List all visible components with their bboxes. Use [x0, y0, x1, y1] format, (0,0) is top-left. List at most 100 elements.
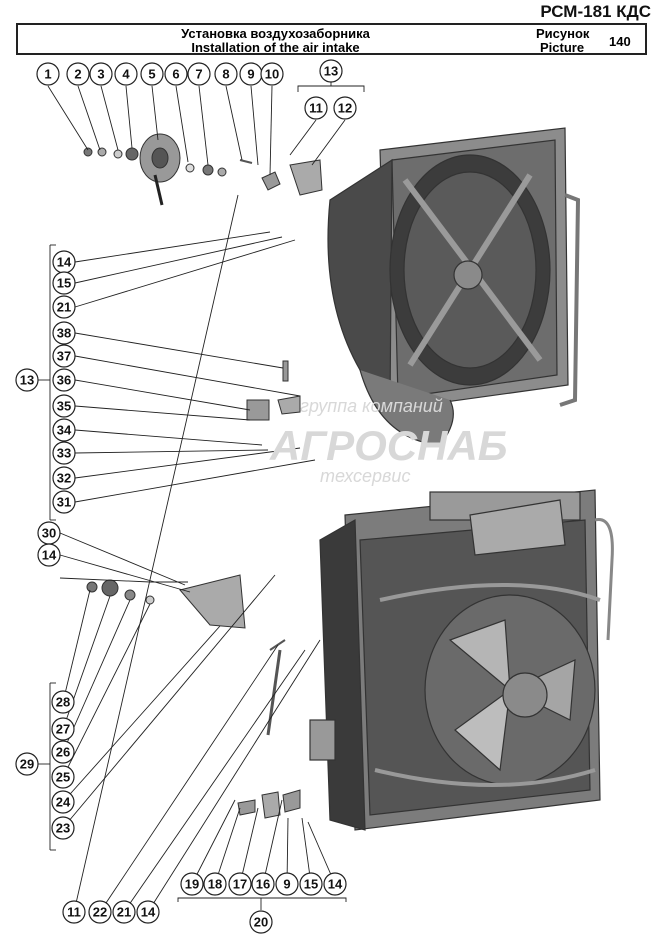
callout-11-top: 11: [304, 96, 328, 120]
callout-9: 9: [239, 62, 263, 86]
svg-text:14: 14: [57, 255, 72, 270]
svg-text:18: 18: [208, 877, 222, 892]
leader-lines: [38, 82, 365, 913]
callout-2: 2: [66, 62, 90, 86]
callout-14: 14: [52, 250, 76, 274]
model-code: РСМ-181 КДС: [540, 2, 651, 21]
callout-21-bottom: 21: [112, 900, 136, 924]
svg-text:6: 6: [172, 67, 179, 82]
callouts-mid-left: 30 14: [37, 521, 61, 567]
callouts-left-group29: 29 28 27 26 25 24 23: [15, 690, 75, 840]
callout-9-bottom: 9: [275, 872, 299, 896]
svg-text:20: 20: [254, 915, 268, 930]
svg-text:3: 3: [97, 67, 104, 82]
callout-6: 6: [164, 62, 188, 86]
svg-text:13: 13: [324, 64, 338, 79]
svg-text:15: 15: [304, 877, 318, 892]
svg-text:14: 14: [42, 548, 57, 563]
callout-34: 34: [52, 418, 76, 442]
callouts-bottom-group20: 19 18 17 16 9 15 14 20: [180, 872, 347, 934]
svg-text:38: 38: [57, 326, 71, 341]
callout-5: 5: [140, 62, 164, 86]
svg-text:27: 27: [56, 722, 70, 737]
svg-text:8: 8: [222, 67, 229, 82]
figure-label-en: Picture: [540, 40, 585, 55]
svg-text:1: 1: [44, 67, 51, 82]
title-en: Installation of the air intake: [191, 40, 360, 55]
title-ru: Установка воздухозаборника: [181, 26, 370, 41]
figure-number: 140: [609, 34, 631, 49]
svg-text:11: 11: [67, 905, 81, 920]
svg-text:19: 19: [185, 877, 199, 892]
callout-37: 37: [52, 344, 76, 368]
svg-text:17: 17: [233, 877, 247, 892]
svg-text:31: 31: [57, 495, 71, 510]
watermark-line1: группа компаний: [300, 396, 443, 416]
svg-text:9: 9: [247, 67, 254, 82]
svg-text:25: 25: [56, 770, 70, 785]
svg-text:33: 33: [57, 446, 71, 461]
callout-29: 29: [15, 752, 39, 776]
callout-26: 26: [51, 740, 75, 764]
figure-label-ru: Рисунок: [536, 26, 590, 41]
watermark: группа компаний АГРОСНАБ техсервис: [269, 396, 508, 486]
svg-text:11: 11: [309, 101, 323, 116]
svg-text:35: 35: [57, 399, 71, 414]
callout-27: 27: [51, 717, 75, 741]
callout-7: 7: [187, 62, 211, 86]
callout-33: 33: [52, 441, 76, 465]
callout-12-top: 12: [333, 96, 357, 120]
svg-text:10: 10: [265, 67, 279, 82]
callout-31: 31: [52, 490, 76, 514]
svg-text:5: 5: [148, 67, 155, 82]
svg-text:21: 21: [57, 300, 71, 315]
callout-11-bottom: 11: [62, 900, 86, 924]
svg-text:14: 14: [328, 877, 343, 892]
air-intake-housing: [327, 127, 581, 446]
svg-text:14: 14: [141, 905, 156, 920]
svg-text:30: 30: [42, 526, 56, 541]
callout-36: 36: [52, 368, 76, 392]
callout-18: 18: [203, 872, 227, 896]
callout-15: 15: [52, 271, 76, 295]
callout-15-bottom: 15: [299, 872, 323, 896]
callout-14-group20: 14: [323, 872, 347, 896]
svg-text:22: 22: [93, 905, 107, 920]
small-parts: [83, 133, 323, 819]
callout-14-mid: 14: [37, 543, 61, 567]
callout-1: 1: [36, 62, 60, 86]
callout-21: 21: [52, 295, 76, 319]
svg-text:15: 15: [57, 276, 71, 291]
callout-17: 17: [228, 872, 252, 896]
watermark-line2: АГРОСНАБ: [269, 422, 508, 469]
svg-text:2: 2: [74, 67, 81, 82]
callout-32: 32: [52, 466, 76, 490]
callout-14-bottom: 14: [136, 900, 160, 924]
svg-text:16: 16: [256, 877, 270, 892]
svg-text:36: 36: [57, 373, 71, 388]
svg-text:4: 4: [122, 67, 130, 82]
callout-25: 25: [51, 765, 75, 789]
svg-text:32: 32: [57, 471, 71, 486]
watermark-line3: техсервис: [320, 466, 410, 486]
svg-text:23: 23: [56, 821, 70, 836]
callouts-left-group13: 13 14 15 21 38 37 36 35 34 33 32 31: [15, 250, 76, 514]
callout-19: 19: [180, 872, 204, 896]
title-block: Установка воздухозаборника Installation …: [16, 23, 647, 55]
svg-text:24: 24: [56, 795, 71, 810]
callout-35: 35: [52, 394, 76, 418]
callouts-bottom-left: 11 22 21 14: [62, 900, 160, 924]
callout-13-left: 13: [15, 368, 39, 392]
callout-4: 4: [114, 62, 138, 86]
callout-24: 24: [51, 790, 75, 814]
svg-text:37: 37: [57, 349, 71, 364]
callout-28: 28: [51, 690, 75, 714]
callout-30: 30: [37, 521, 61, 545]
callout-22: 22: [88, 900, 112, 924]
svg-text:26: 26: [56, 745, 70, 760]
callout-38: 38: [52, 321, 76, 345]
svg-text:29: 29: [20, 757, 34, 772]
svg-text:13: 13: [20, 373, 34, 388]
callouts-top-row: 1 2 3 4 5 6 7 8 9 10: [36, 62, 284, 86]
